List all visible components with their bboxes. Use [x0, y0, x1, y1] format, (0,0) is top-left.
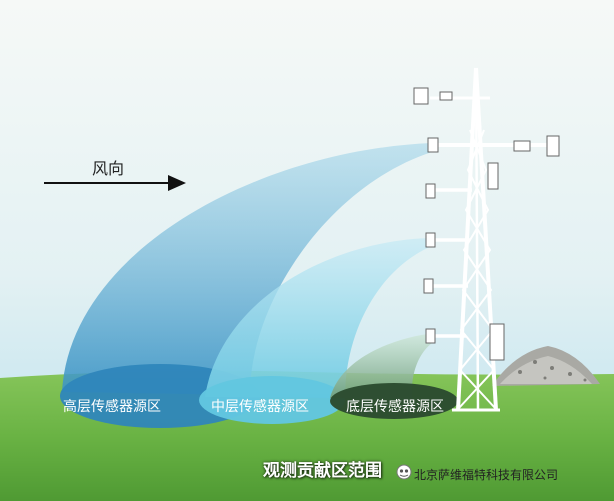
company-name: 北京萨维福特科技有限公司 — [414, 468, 559, 482]
wind-arrow-icon — [44, 175, 186, 191]
low-zone-plume — [330, 333, 458, 419]
mid-zone-label: 中层传感器源区 — [211, 399, 309, 415]
company-logo-icon — [396, 464, 412, 480]
footprint-caption: 观测贡献区范围 — [263, 461, 382, 481]
gravel-pile-icon — [492, 346, 600, 386]
high-zone-label: 高层传感器源区 — [63, 399, 161, 415]
low-zone-ellipse — [330, 383, 458, 419]
mid-zone-ellipse — [199, 376, 345, 424]
mid-zone-plume — [199, 238, 432, 424]
low-zone-label: 底层传感器源区 — [346, 399, 444, 415]
wind-direction-label: 风向 — [92, 159, 125, 178]
met-tower-icon — [413, 67, 560, 412]
